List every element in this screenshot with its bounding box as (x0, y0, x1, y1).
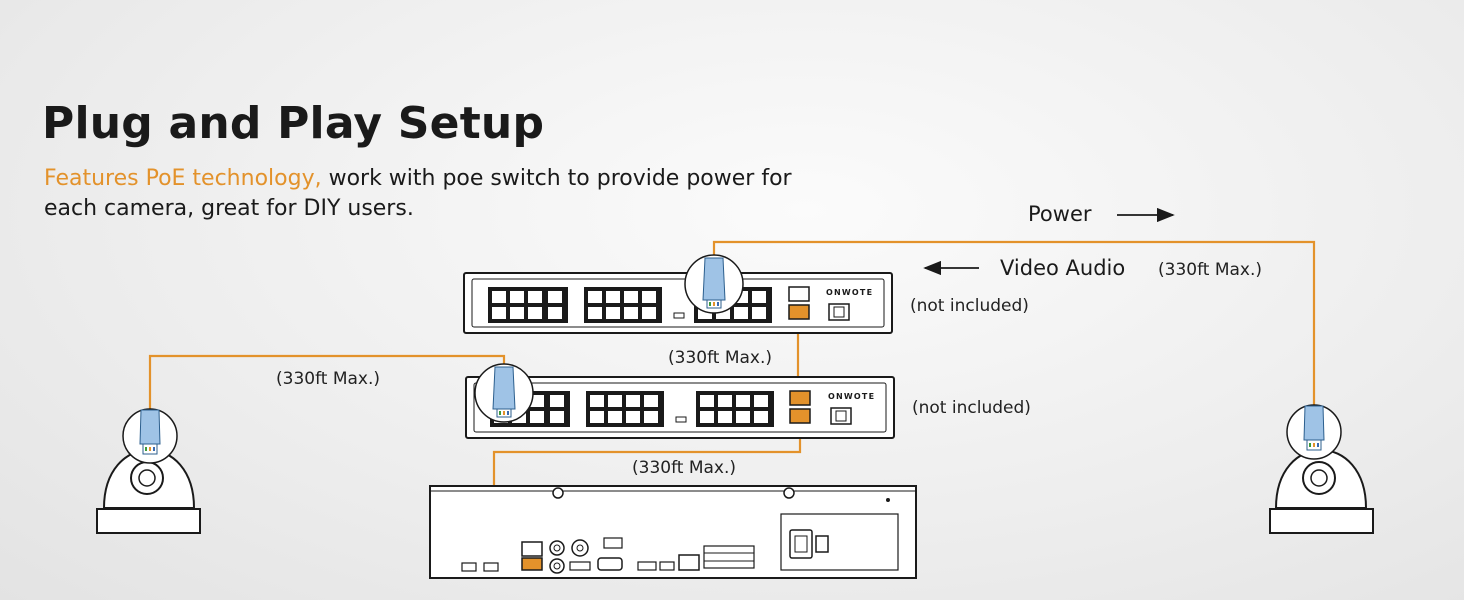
page-title: Plug and Play Setup (42, 98, 545, 149)
description-text: work with poe switch to provide power fo… (44, 166, 792, 221)
poe-switch-top: ONWOTE (463, 272, 893, 334)
poe-switch-bottom: ONWOTE (465, 376, 895, 439)
switch-to-nvr-range: (330ft Max.) (632, 458, 737, 478)
switch-to-switch-range: (330ft Max.) (668, 348, 773, 368)
left-dome-camera (96, 408, 201, 534)
switch1-brand: ONWOTE (826, 288, 873, 297)
connector-switch2-icon (474, 363, 534, 423)
description-highlight: Features PoE technology, (44, 166, 322, 191)
right-dome-camera (1269, 404, 1374, 534)
connector-switch1-uplink-icon (684, 254, 744, 314)
video-audio-range-label: (330ft Max.) (1158, 260, 1263, 280)
left-camera-cable (148, 354, 506, 430)
switch1-note: (not included) (910, 296, 1029, 316)
video-audio-legend-label: Video Audio (1000, 256, 1126, 280)
power-legend-label: Power (1028, 202, 1092, 226)
left-camera-range: (330ft Max.) (276, 369, 381, 389)
switch2-note: (not included) (912, 398, 1031, 418)
page-description: Features PoE technology, work with poe s… (44, 164, 804, 224)
nvr-recorder (429, 485, 917, 579)
switch2-brand: ONWOTE (828, 392, 875, 401)
